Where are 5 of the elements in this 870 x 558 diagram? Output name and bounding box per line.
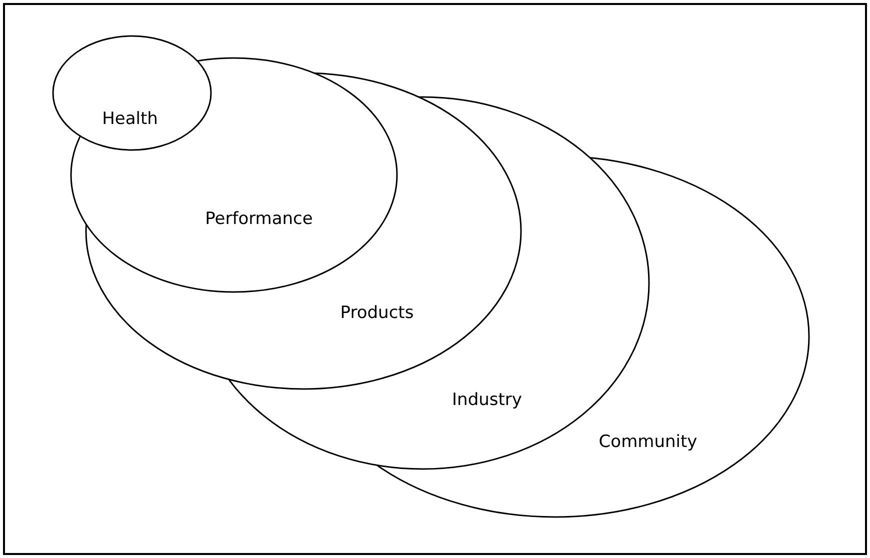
circle-label: Health: [102, 109, 158, 129]
circle-label: Performance: [205, 209, 313, 229]
circle-label: Products: [340, 303, 414, 323]
circle-label: Community: [598, 432, 698, 452]
circle-label: Industry: [452, 390, 522, 410]
